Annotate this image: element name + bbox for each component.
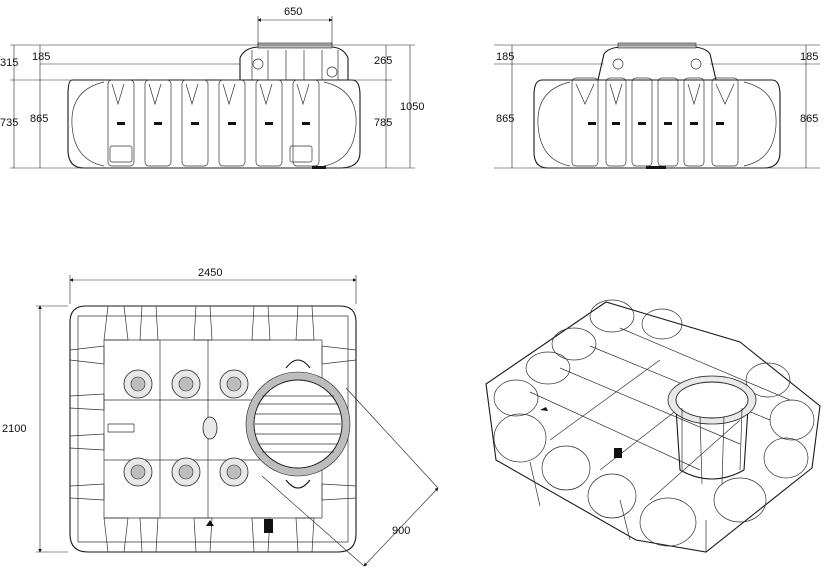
side-ribs — [571, 77, 739, 169]
dim-width-top: 650 — [284, 6, 302, 18]
side-dim-865-left: 865 — [496, 113, 514, 125]
dim-865: 865 — [30, 113, 48, 125]
plan-dim-length: 2450 — [198, 267, 222, 279]
iso-manhole — [667, 375, 757, 485]
side-dim-185-right: 185 — [800, 51, 818, 63]
plan-view: 2450 2100 900 — [2, 267, 439, 567]
plan-ports — [107, 369, 273, 533]
side-dim-865-right: 865 — [800, 113, 818, 125]
isometric-view — [485, 299, 821, 553]
dim-785: 785 — [374, 117, 392, 129]
front-view: 650 315 185 735 865 265 785 1050 — [0, 6, 424, 169]
dim-265: 265 — [374, 55, 392, 67]
side-view: 185 185 865 865 — [494, 42, 820, 169]
plan-dim-cover: 900 — [392, 525, 410, 537]
plan-manhole — [245, 359, 351, 489]
iso-lobes — [493, 299, 815, 547]
plan-dim-width: 2100 — [2, 423, 26, 435]
dim-735: 735 — [0, 117, 18, 129]
dim-1050: 1050 — [400, 101, 424, 113]
dim-315: 315 — [0, 57, 18, 69]
side-dim-185-left: 185 — [496, 51, 514, 63]
dim-185: 185 — [32, 51, 50, 63]
front-ribs — [107, 79, 320, 167]
